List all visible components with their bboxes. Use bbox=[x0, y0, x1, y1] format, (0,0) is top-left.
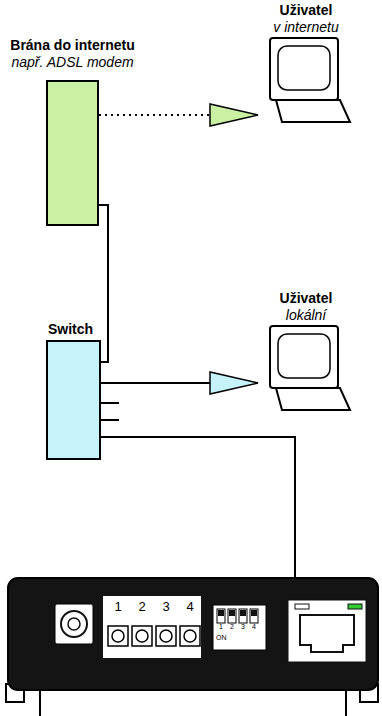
device-panel: 12341234ON bbox=[8, 578, 378, 690]
dip-number: 4 bbox=[252, 622, 256, 631]
device-edge bbox=[39, 690, 41, 716]
screw-head bbox=[184, 630, 196, 642]
gateway-box: Brána do internetunapř. ADSL modem bbox=[46, 80, 99, 226]
screw-head bbox=[160, 630, 172, 642]
connector-group bbox=[99, 104, 258, 126]
monitor-screen bbox=[278, 334, 330, 378]
monitor-frame bbox=[270, 38, 338, 100]
screw-terminal bbox=[132, 626, 152, 646]
monitor-screen bbox=[278, 46, 330, 90]
switch-box: Switch bbox=[46, 340, 101, 460]
user-computer: Uživatellokální bbox=[258, 290, 354, 420]
computer-icon bbox=[270, 38, 350, 122]
power-jack bbox=[55, 604, 93, 644]
dip-number: 1 bbox=[219, 622, 223, 631]
port-line bbox=[101, 402, 119, 404]
terminal-block bbox=[103, 596, 201, 658]
arrow-head bbox=[210, 372, 258, 394]
computer-base bbox=[276, 100, 350, 122]
computer-base bbox=[276, 388, 350, 410]
network-link bbox=[101, 437, 295, 578]
computer-icon bbox=[270, 326, 350, 410]
dip-lever bbox=[240, 610, 246, 616]
port-line bbox=[101, 419, 119, 421]
dip-lever bbox=[251, 610, 257, 616]
connector-group bbox=[101, 372, 258, 394]
rj45-jack bbox=[288, 600, 366, 662]
unused-ports bbox=[101, 403, 119, 420]
power-jack-ring bbox=[61, 611, 87, 637]
screw-head bbox=[112, 630, 124, 642]
screw-terminal bbox=[156, 626, 176, 646]
screw-terminal bbox=[108, 626, 128, 646]
device-illustration bbox=[6, 578, 378, 716]
node-heading: Brána do internetu bbox=[10, 37, 134, 54]
dip-number: 3 bbox=[241, 622, 245, 631]
node-heading: Uživatel bbox=[258, 290, 354, 307]
device-body bbox=[8, 578, 378, 690]
screw-terminal bbox=[180, 626, 200, 646]
dip-slot bbox=[239, 609, 247, 623]
dip-slot bbox=[250, 609, 258, 623]
dip-lever bbox=[229, 610, 235, 616]
terminal-screws bbox=[108, 626, 200, 646]
dip-levers bbox=[217, 609, 258, 623]
connector-group bbox=[99, 205, 108, 362]
user-computer: Uživatelv internetu bbox=[258, 2, 354, 137]
terminal-number: 1 bbox=[114, 598, 121, 615]
dip-lever bbox=[218, 610, 224, 616]
power-jack-pin bbox=[68, 618, 80, 630]
arrow-head bbox=[210, 104, 258, 126]
terminal-number: 4 bbox=[186, 598, 193, 615]
terminal-number: 2 bbox=[138, 598, 145, 615]
link-led bbox=[348, 604, 362, 609]
screw-head bbox=[136, 630, 148, 642]
dip-switch bbox=[213, 605, 266, 650]
device-edge bbox=[345, 690, 347, 716]
terminal-number: 3 bbox=[162, 598, 169, 615]
node-subheading: v internetu bbox=[258, 19, 354, 36]
dip-slot bbox=[217, 609, 225, 623]
dip-number: 2 bbox=[230, 622, 234, 631]
node-heading: Switch bbox=[48, 321, 93, 338]
dip-slot bbox=[228, 609, 236, 623]
connector-group bbox=[101, 437, 295, 578]
status-led bbox=[295, 604, 309, 609]
dip-on-label: ON bbox=[216, 633, 227, 642]
rj45-opening bbox=[300, 615, 354, 652]
node-heading: Uživatel bbox=[258, 2, 354, 19]
node-subheading: lokální bbox=[258, 307, 354, 324]
network-link bbox=[99, 205, 108, 362]
node-subheading: např. ADSL modem bbox=[11, 54, 133, 71]
monitor-frame bbox=[270, 326, 338, 388]
